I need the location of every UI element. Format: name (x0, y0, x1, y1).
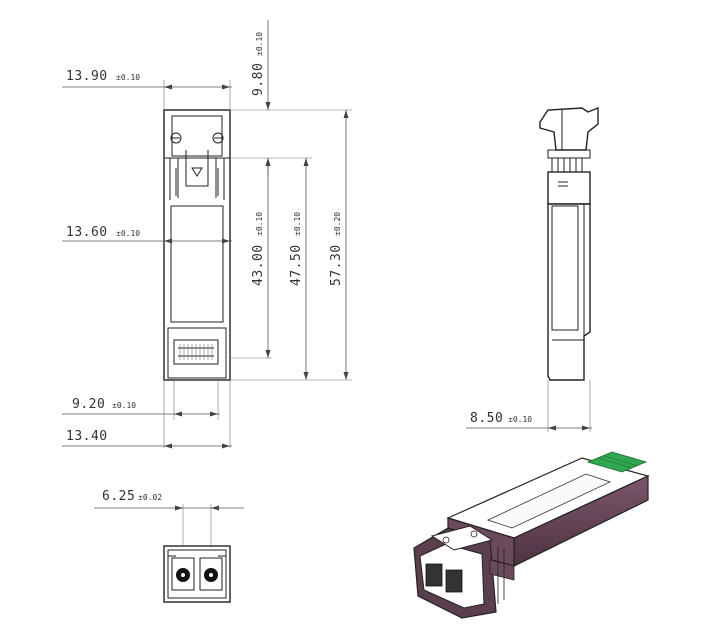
dim-value: 13.60 (66, 225, 108, 240)
screw-right-icon (212, 132, 224, 144)
dim-tolerance: ±0.10 (255, 212, 264, 236)
dim-label-9-80: 9.80 ±0.10 (251, 32, 266, 96)
dim-lines-top (62, 20, 352, 449)
dim-tolerance: ±0.10 (112, 401, 136, 410)
dim-label-13-40: 13.40 (66, 429, 108, 444)
screw-left-icon (170, 132, 182, 144)
dim-tolerance: ±0.10 (116, 229, 140, 238)
dim-label-8-50: 8.50 ±0.10 (470, 411, 532, 426)
dim-label-47-50: 47.50 ±0.10 (289, 212, 304, 286)
dim-label-13-90: 13.90 ±0.10 (66, 69, 140, 84)
dim-tolerance: ±0.02 (138, 493, 162, 502)
label-window (170, 205, 224, 323)
dim-value: 13.90 (66, 69, 108, 84)
edge-connector (178, 344, 214, 360)
dim-value: 9.80 (251, 63, 266, 96)
dim-value: 6.25 (102, 489, 135, 504)
dim-tolerance: ±0.10 (116, 73, 140, 82)
dim-tolerance: ±0.20 (333, 212, 342, 236)
dim-tolerance: ±0.10 (255, 32, 264, 56)
dim-label-43-00: 43.00 ±0.10 (251, 212, 266, 286)
dim-label-9-20: 9.20 ±0.10 (72, 397, 136, 412)
dim-value: 13.40 (66, 429, 108, 444)
top-view (163, 109, 231, 381)
green-label-icon (586, 451, 648, 473)
end-view (163, 545, 231, 603)
dim-value: 8.50 (470, 411, 503, 426)
dim-lines-side (466, 380, 592, 432)
dim-label-13-60: 13.60 ±0.10 (66, 225, 140, 240)
dim-value: 9.20 (72, 397, 105, 412)
dim-label-6-25: 6.25 ±0.02 (102, 489, 162, 504)
side-view (539, 106, 599, 381)
dim-value: 57.30 (329, 244, 344, 286)
dim-tolerance: ±0.10 (508, 415, 532, 424)
dim-value: 43.00 (251, 244, 266, 286)
dim-lines-end (94, 504, 244, 546)
dim-value: 47.50 (289, 244, 304, 286)
isometric-module-view (413, 451, 650, 619)
dim-label-57-30: 57.30 ±0.20 (329, 212, 344, 286)
dim-tolerance: ±0.10 (293, 212, 302, 236)
module-outline (163, 109, 231, 381)
